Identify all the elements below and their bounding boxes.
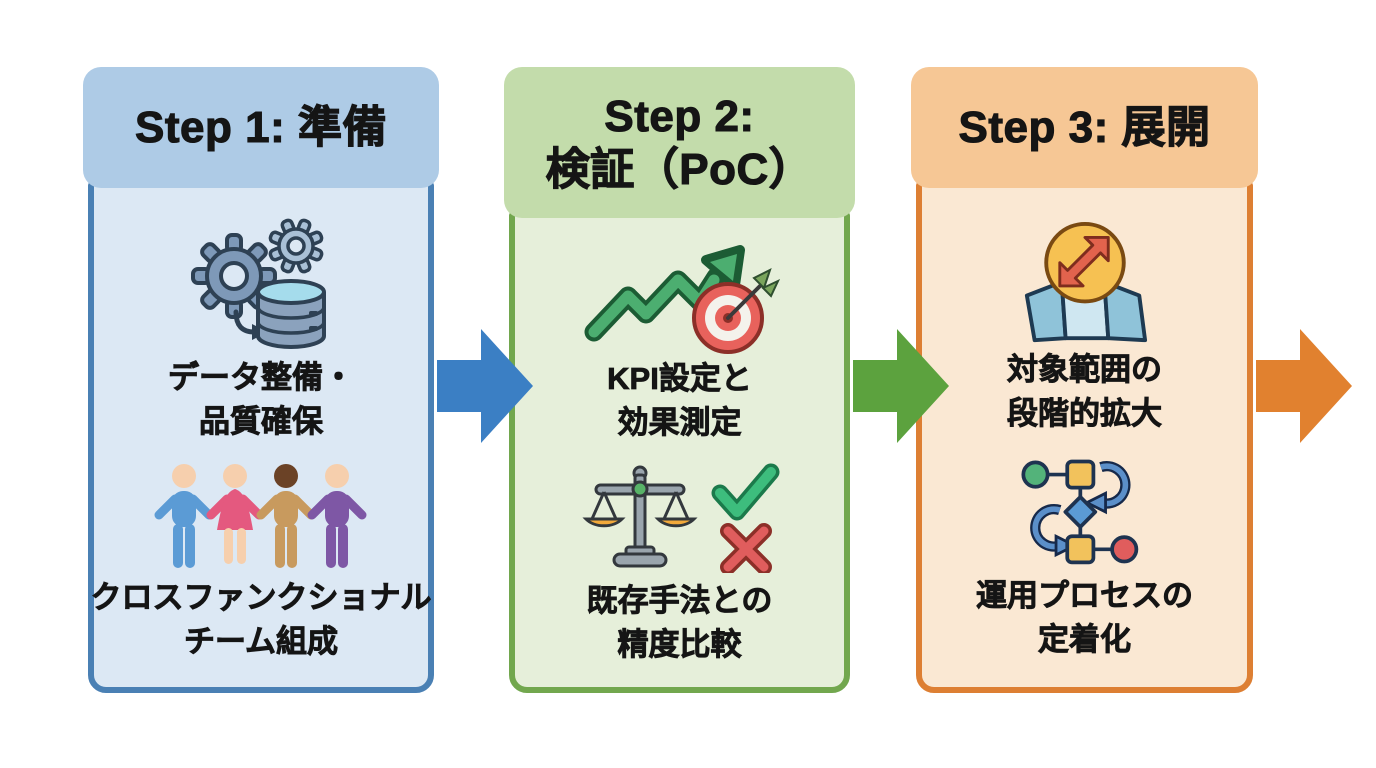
map-expand-icon <box>1015 220 1155 346</box>
gears-database-icon <box>176 218 346 354</box>
scale-compare-icon <box>580 461 780 573</box>
step-1-item-2-label: クロスファンクショナル チーム組成 <box>90 580 432 660</box>
step-1-header: Step 1: 準備 <box>83 67 439 188</box>
step-2-title-line1: Step 2: <box>604 91 755 141</box>
growth-target-icon <box>580 230 780 355</box>
step-3-item-2-label: 運用プロセスの 定着化 <box>976 578 1194 658</box>
step-3-title: Step 3: 展開 <box>958 102 1211 152</box>
step-2-header: Step 2: 検証（PoC） <box>504 67 855 218</box>
step-1-title: Step 1: 準備 <box>134 102 387 152</box>
step-3-header: Step 3: 展開 <box>911 67 1258 188</box>
step-card-3: Step 3: 展開 対象範囲の 段階的拡大 <box>911 67 1258 693</box>
flow-arrow-step3-onward <box>1256 329 1352 443</box>
step-1-body: データ整備・ 品質確保 <box>88 180 434 693</box>
step-2-item-1-label: KPI設定と 効果測定 <box>607 361 752 441</box>
step-2-body: KPI設定と 効果測定 <box>509 210 850 693</box>
team-people-icon <box>150 462 372 572</box>
process-flow-icon <box>1010 454 1160 568</box>
step-card-1: Step 1: 準備 <box>83 67 439 693</box>
step-2-title-line2: 検証（PoC） <box>545 144 814 194</box>
flow-arrow-step1-to-step2 <box>437 329 533 443</box>
step-3-body: 対象範囲の 段階的拡大 <box>916 180 1253 693</box>
step-2-item-2-label: 既存手法との 精度比較 <box>586 583 773 663</box>
step-card-2: Step 2: 検証（PoC） <box>504 67 855 693</box>
step-1-item-1-label: データ整備・ 品質確保 <box>168 360 355 440</box>
flow-arrow-step2-to-step3 <box>853 329 949 443</box>
step-3-item-1-label: 対象範囲の 段階的拡大 <box>1007 352 1163 432</box>
